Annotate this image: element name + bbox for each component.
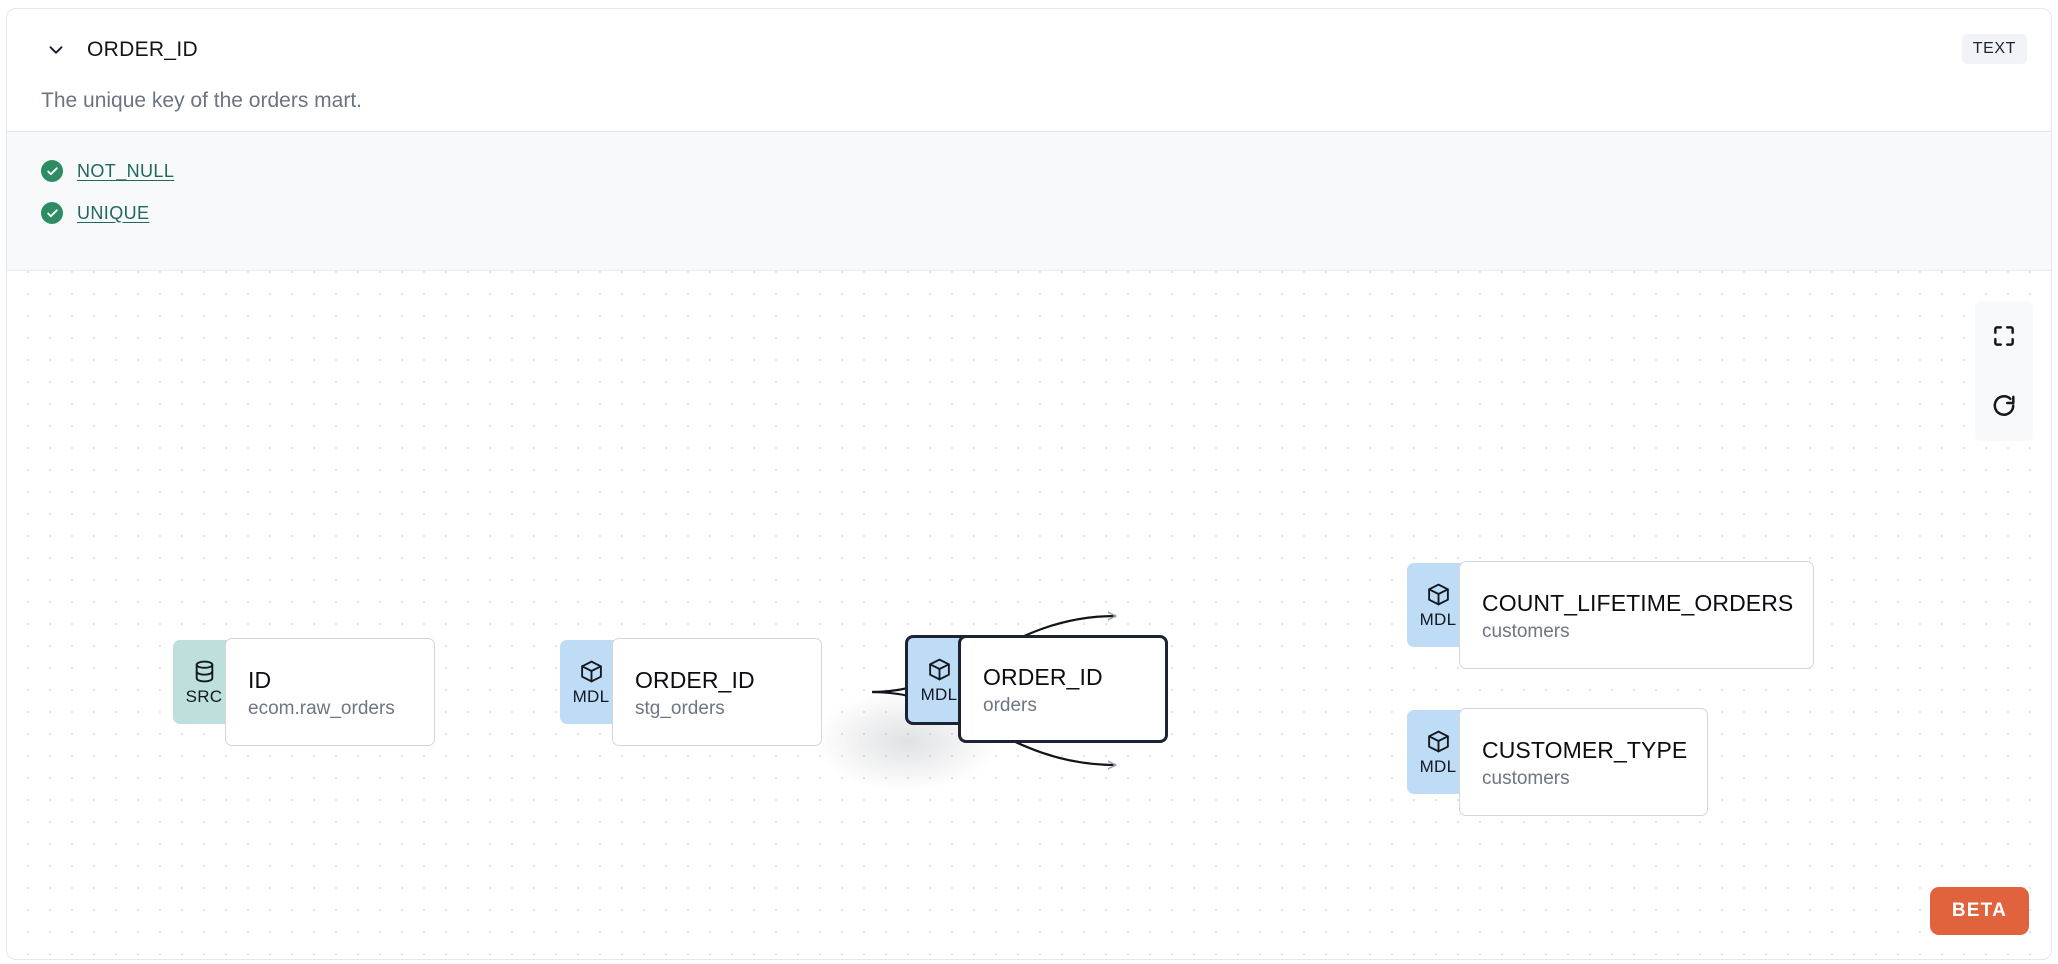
node-subtitle: stg_orders — [635, 697, 725, 719]
cube-icon — [927, 657, 952, 682]
fit-view-icon[interactable] — [1975, 301, 2033, 371]
column-description: The unique key of the orders mart. — [41, 89, 362, 112]
canvas-controls — [1975, 301, 2033, 441]
cube-icon — [1426, 729, 1451, 754]
check-circle-icon — [41, 202, 63, 224]
node-body: ID ecom.raw_orders — [225, 638, 435, 746]
lineage-node-src-id[interactable]: SRC ID ecom.raw_orders — [173, 638, 435, 746]
mdl-badge: MDL — [560, 640, 622, 724]
node-name: CUSTOMER_TYPE — [1482, 736, 1688, 763]
chevron-down-icon[interactable] — [41, 35, 71, 65]
database-icon — [192, 659, 217, 684]
refresh-icon[interactable] — [1975, 371, 2033, 441]
node-subtitle: ecom.raw_orders — [248, 697, 395, 719]
src-badge-label: SRC — [185, 687, 223, 706]
node-subtitle: customers — [1482, 620, 1570, 642]
data-type-badge: TEXT — [1961, 34, 2027, 64]
column-detail-card: ORDER_ID The unique key of the orders ma… — [6, 8, 2052, 960]
page-title: ORDER_ID — [87, 38, 198, 61]
lineage-node-customer-type[interactable]: MDL CUSTOMER_TYPE customers — [1407, 708, 1709, 816]
lineage-node-orders-selected[interactable]: MDL ORDER_ID orders — [905, 635, 1168, 743]
check-circle-icon — [41, 160, 63, 182]
node-subtitle: orders — [983, 694, 1037, 716]
tests-section: NOT_NULL UNIQUE — [7, 131, 2051, 271]
mdl-badge-label: MDL — [920, 685, 958, 704]
mdl-badge-label: MDL — [1419, 757, 1457, 776]
node-body: CUSTOMER_TYPE customers — [1459, 708, 1709, 816]
mdl-badge: MDL — [1407, 710, 1469, 794]
lineage-node-count-lifetime-orders[interactable]: MDL COUNT_LIFETIME_ORDERS customers — [1407, 561, 1815, 669]
node-name: ORDER_ID — [635, 666, 755, 693]
cube-icon — [1426, 582, 1451, 607]
node-body: COUNT_LIFETIME_ORDERS customers — [1459, 561, 1815, 669]
test-link-unique[interactable]: UNIQUE — [77, 202, 150, 223]
node-body: ORDER_ID stg_orders — [612, 638, 822, 746]
node-body: ORDER_ID orders — [958, 635, 1168, 743]
beta-badge[interactable]: BETA — [1929, 887, 2029, 935]
lineage-canvas[interactable]: SRC ID ecom.raw_orders MDL ORDER_ID stg_… — [7, 271, 2051, 959]
node-name: ORDER_ID — [983, 663, 1103, 690]
card-header: ORDER_ID The unique key of the orders ma… — [7, 9, 2051, 131]
mdl-badge-label: MDL — [1419, 610, 1457, 629]
mdl-badge: MDL — [1407, 563, 1469, 647]
test-row[interactable]: UNIQUE — [7, 192, 2051, 234]
cube-icon — [579, 659, 604, 684]
test-link-not-null[interactable]: NOT_NULL — [77, 160, 175, 181]
mdl-badge-label: MDL — [572, 687, 610, 706]
lineage-node-stg-orders[interactable]: MDL ORDER_ID stg_orders — [560, 638, 822, 746]
title-row: ORDER_ID — [41, 35, 198, 65]
node-name: ID — [248, 666, 272, 693]
node-name: COUNT_LIFETIME_ORDERS — [1482, 589, 1794, 616]
node-subtitle: customers — [1482, 767, 1570, 789]
src-badge: SRC — [173, 640, 235, 724]
test-row[interactable]: NOT_NULL — [7, 150, 2051, 192]
